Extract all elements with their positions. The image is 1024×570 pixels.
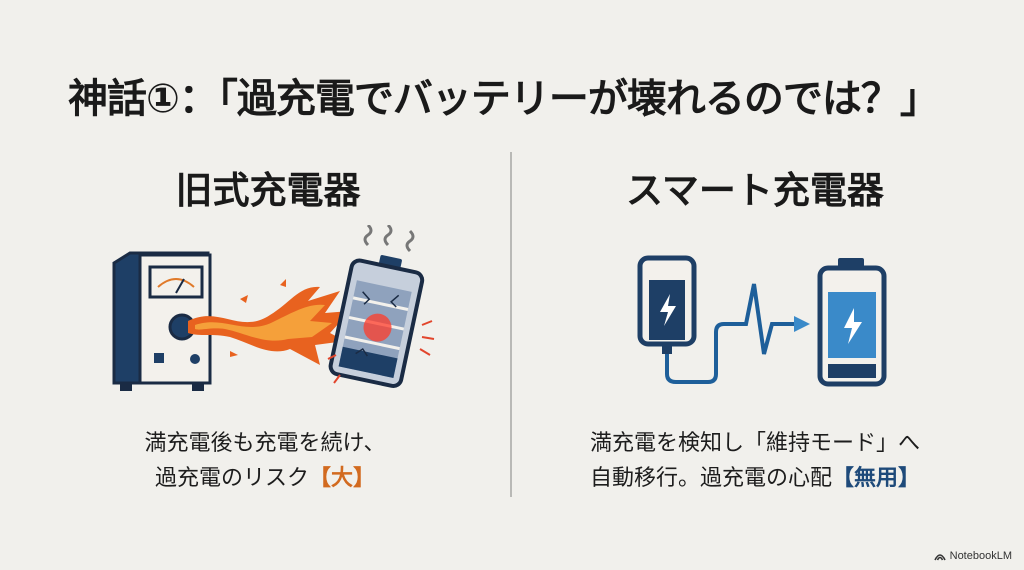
column-divider	[510, 152, 512, 497]
old-charger-illustration	[100, 223, 440, 405]
damaged-battery-icon	[328, 255, 425, 388]
arrow-right-icon	[794, 316, 810, 332]
right-desc-line2-text: 自動移行。過充電の心配	[589, 466, 832, 491]
smart-charger-illustration	[620, 240, 900, 400]
left-desc-line2-text: 過充電のリスク	[154, 466, 309, 491]
smart-charger-icon	[637, 255, 697, 354]
charged-battery-icon	[817, 258, 887, 387]
risk-high-highlight: 【大】	[309, 466, 376, 491]
notebooklm-logo-icon	[933, 553, 946, 560]
smoke-icon	[363, 223, 415, 253]
flame-icon	[188, 279, 350, 365]
right-description: 満充電を検知し「維持モード」へ 自動移行。過充電の心配【無用】	[540, 426, 970, 496]
left-description: 満充電後も充電を続け、 過充電のリスク【大】	[100, 426, 430, 496]
right-desc-line2: 自動移行。過充電の心配【無用】	[540, 461, 970, 496]
left-desc-line1: 満充電後も充電を続け、	[144, 431, 386, 456]
pulse-line-icon	[665, 283, 798, 384]
left-heading-old-charger: 旧式充電器	[175, 169, 361, 212]
right-heading-smart-charger: スマート充電器	[626, 169, 884, 212]
no-worry-highlight: 【無用】	[832, 466, 921, 491]
notebooklm-label: NotebookLM	[949, 550, 1012, 562]
notebooklm-badge: NotebookLM	[933, 550, 1012, 562]
left-desc-line2: 過充電のリスク【大】	[100, 461, 430, 496]
right-desc-line1: 満充電を検知し「維持モード」へ	[589, 431, 920, 456]
slide-title: 神話①：「過充電でバッテリーが壊れるのでは？」	[68, 76, 940, 122]
